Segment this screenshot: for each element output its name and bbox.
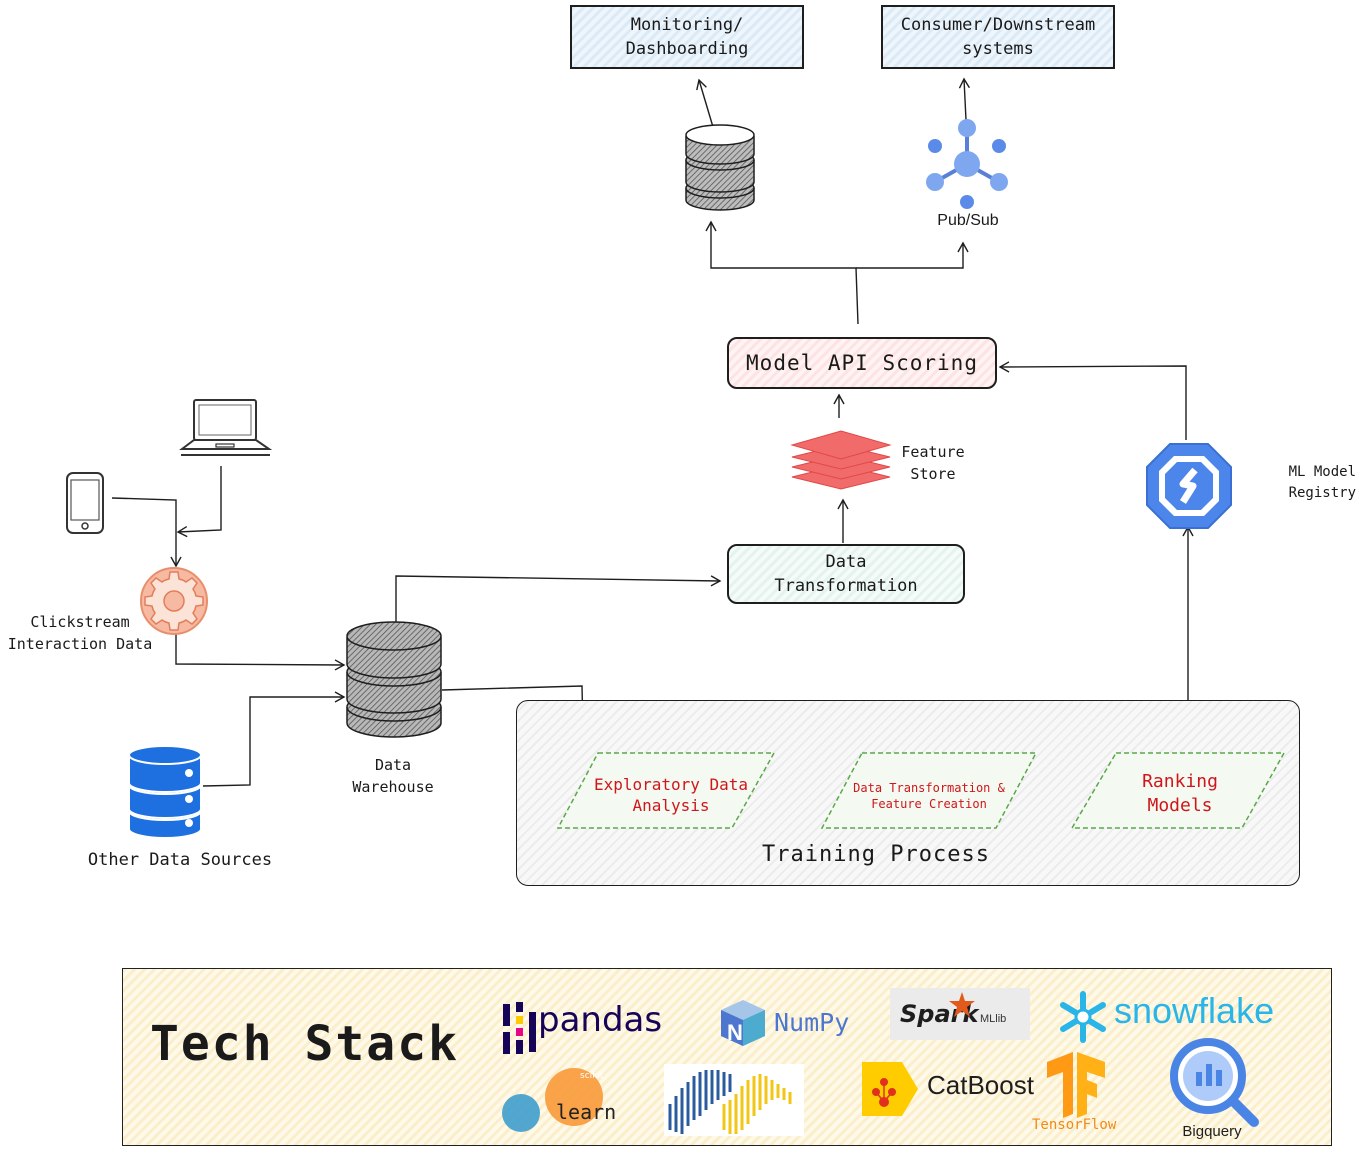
svg-text:N: N	[727, 1020, 743, 1045]
clickstream-label: Clickstream Interaction Data	[7, 613, 153, 653]
eda-label: Exploratory Data Analysis	[593, 775, 749, 815]
arrow-phone-to-clickstream	[111, 497, 182, 568]
sklearn-scikit-text: scikit	[580, 1071, 604, 1081]
pandas-logo-text: pandas	[538, 1000, 663, 1040]
phone-icon	[66, 472, 104, 534]
tensorflow-icon	[1047, 1052, 1105, 1118]
arrow-db-to-monitoring	[696, 78, 714, 128]
monitoring-label: Monitoring/ Dashboarding	[625, 15, 749, 59]
arrow-modelapi-to-db	[705, 220, 859, 325]
bigquery-logo-text: Bigquery	[1182, 1123, 1242, 1140]
consumer-downstream-box: Consumer/Downstream systems	[881, 5, 1115, 69]
catboost-logo-text: CatBoost	[927, 1070, 1034, 1100]
data-transformation-label: Data Transformation	[774, 552, 918, 596]
arrow-registry-to-modelapi	[998, 361, 1187, 440]
spark-star-icon	[949, 992, 975, 1017]
dtfc-parallelogram	[820, 752, 1038, 829]
warehouse-label: Data Warehouse	[352, 756, 434, 796]
data-transformation-box: Data Transformation	[727, 544, 965, 604]
arrow-warehouse-to-datatransform	[395, 575, 722, 622]
eda-parallelogram	[556, 752, 776, 829]
output-database-icon	[685, 124, 755, 211]
training-process-title: Training Process	[762, 842, 990, 867]
dtfc-label: Data Transformation & Feature Creation	[853, 781, 1005, 811]
other-data-sources-icon	[128, 745, 202, 839]
mllib-text: MLlib	[980, 1013, 1007, 1025]
snowflake-logo-text: snowflake	[1114, 990, 1275, 1031]
laptop-icon	[179, 399, 273, 456]
feature-store-icon	[790, 430, 892, 490]
model-api-label: Model API Scoring	[746, 351, 978, 375]
arrow-othersources-to-warehouse	[202, 691, 346, 787]
model-api-scoring-box: Model API Scoring	[727, 337, 997, 389]
data-warehouse-icon	[346, 621, 442, 738]
sklearn-icon	[502, 1068, 603, 1132]
arrow-clickstream-to-warehouse	[175, 632, 346, 671]
ranking-label: Ranking Models	[1142, 771, 1218, 816]
clickstream-gear-icon	[140, 567, 208, 635]
ml-model-registry-icon	[1146, 443, 1232, 529]
monitoring-dashboarding-box: Monitoring/ Dashboarding	[570, 5, 804, 69]
tensorflow-logo-text: TensorFlow	[1032, 1117, 1117, 1133]
numpy-icon: N	[721, 1000, 765, 1046]
catboost-icon	[862, 1062, 918, 1116]
arrow-pubsub-to-consumer	[958, 77, 971, 121]
spark-logo-bg	[890, 988, 1030, 1040]
consumer-label: Consumer/Downstream systems	[900, 15, 1096, 59]
pattern-logo-icon	[664, 1064, 804, 1136]
arrow-modelapi-to-pubsub	[856, 241, 969, 269]
pandas-icon	[503, 1002, 536, 1054]
pubsub-label: Pub/Sub	[937, 212, 999, 229]
ranking-parallelogram	[1070, 752, 1286, 829]
tech-stack-title: Tech Stack	[150, 1016, 459, 1072]
other-sources-label: Other Data Sources	[87, 850, 273, 870]
numpy-logo-text: NumPy	[774, 1008, 850, 1037]
sklearn-logo-text: learn	[556, 1100, 617, 1124]
arrow-laptop-to-clickstream	[176, 466, 222, 538]
pubsub-icon	[926, 119, 1008, 209]
ml-registry-label: ML Model Registry	[1288, 464, 1356, 501]
training-steps-shapes	[556, 752, 1286, 829]
bigquery-icon	[1170, 1038, 1259, 1127]
snowflake-icon	[1060, 991, 1106, 1043]
feature-store-label: Feature Store	[901, 443, 965, 483]
